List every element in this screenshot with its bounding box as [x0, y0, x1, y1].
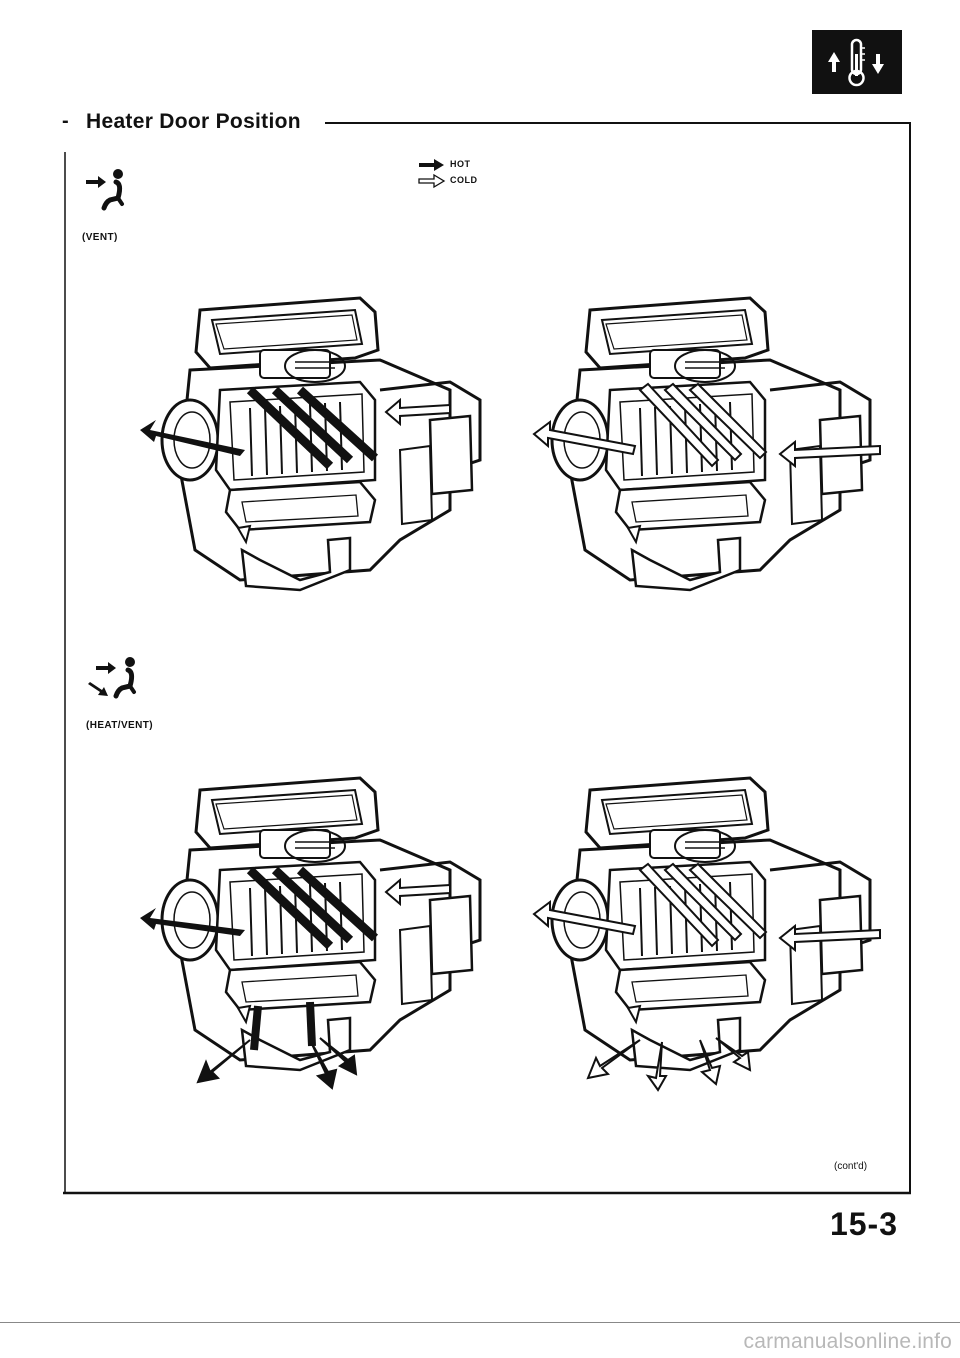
section-frame	[63, 122, 911, 1195]
heater-diagram-heat-vent-hot	[140, 776, 482, 1090]
heater-diagram-vent-hot	[140, 296, 482, 592]
section-title: Heater Door Position	[86, 110, 301, 133]
solid-arrow-icon	[419, 159, 444, 171]
vent-mode-label: (VENT)	[82, 232, 118, 243]
legend: HOT COLD	[418, 156, 538, 190]
section-tab	[812, 30, 902, 94]
vent-mode-icon	[86, 169, 124, 211]
heater-diagram-vent-cold	[532, 296, 881, 592]
page-number: 15-3	[829, 1206, 898, 1242]
title-dash: -	[62, 110, 69, 132]
continued-note: (cont'd)	[834, 1161, 868, 1172]
cold-label: COLD	[450, 175, 478, 185]
heat-vent-mode-icon	[88, 657, 136, 699]
hot-label: HOT	[450, 159, 471, 169]
thermometer-updown-icon	[828, 38, 884, 87]
footer-divider	[0, 1322, 960, 1323]
hollow-arrow-icon	[418, 173, 446, 189]
watermark-text: carmanualsonline.info	[743, 1330, 952, 1353]
heat-vent-mode-label: (HEAT/VENT)	[86, 720, 153, 731]
heater-diagram-heat-vent-cold	[532, 776, 881, 1092]
